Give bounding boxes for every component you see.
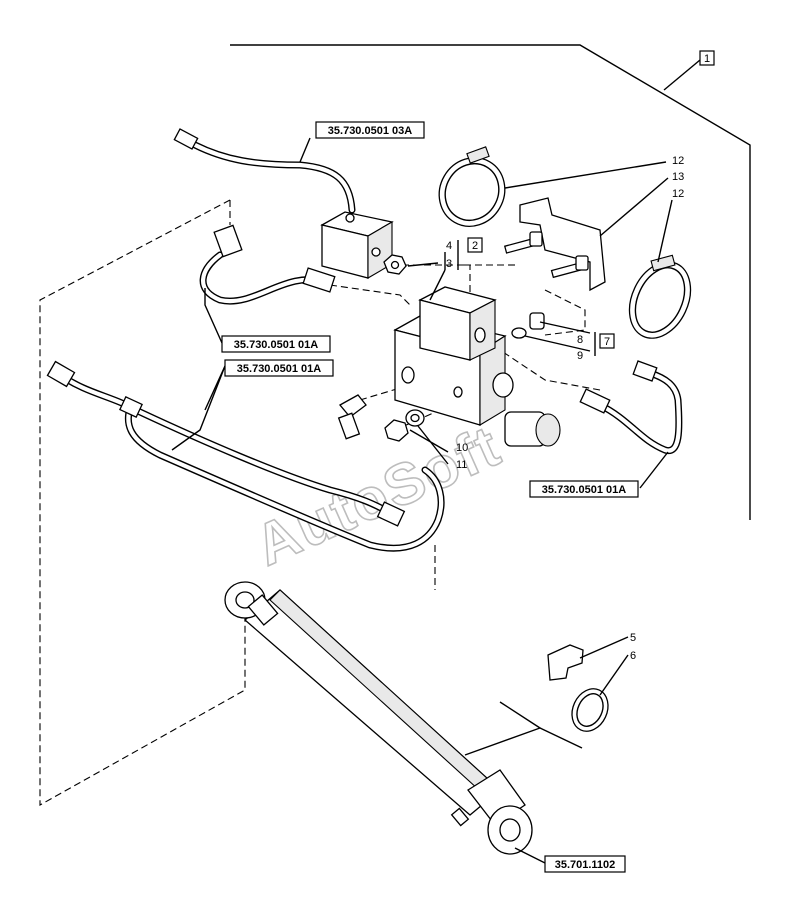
- kit-1-bracket-line: [230, 44, 751, 520]
- leader-ref-01a-upper: [204, 288, 223, 344]
- ref-35-730-0501-03a[interactable]: 35.730.0501 03A: [315, 121, 425, 139]
- kit-1-box[interactable]: 1: [699, 50, 715, 66]
- clamp-6: [571, 688, 609, 732]
- kit-2-box[interactable]: 2: [467, 237, 483, 253]
- dashed-line-bolt-lower: [544, 289, 586, 336]
- svg-text:35.730.0501 01A: 35.730.0501 01A: [237, 363, 321, 375]
- leader-12-right: [657, 199, 673, 263]
- hose-clamp-12-left: [438, 146, 506, 227]
- leader-ref-03a: [299, 137, 311, 163]
- callout-9: 9: [577, 350, 583, 362]
- callout-10: 10: [456, 442, 468, 454]
- nut-3-4: [383, 254, 407, 275]
- leader-clamp-to-cylinder: [464, 701, 542, 756]
- dashed-line-fitting-to-block: [329, 284, 411, 306]
- callout-3: 3: [446, 258, 452, 270]
- sensor-block: [320, 211, 394, 279]
- kit-7-box[interactable]: 7: [599, 333, 615, 349]
- leader-ref-1102: [514, 847, 546, 864]
- leader-13: [599, 177, 669, 237]
- right-hose: [579, 360, 683, 455]
- svg-text:7: 7: [604, 336, 610, 348]
- callout-13: 13: [672, 171, 684, 183]
- kit-1-leader: [663, 59, 701, 91]
- svg-text:35.730.0501 01A: 35.730.0501 01A: [234, 339, 318, 351]
- watermark-text: AutoSoft: [246, 413, 511, 578]
- washer-11: [405, 409, 425, 427]
- ref-35-701-1102[interactable]: 35.701.1102: [544, 855, 626, 873]
- leader-12-left: [504, 161, 667, 189]
- valve-block: [393, 286, 561, 447]
- svg-text:35.730.0501 01A: 35.730.0501 01A: [542, 484, 626, 496]
- watermark: AutoSoft: [245, 412, 511, 579]
- leader-3: [429, 269, 446, 301]
- callout-5: 5: [630, 632, 636, 644]
- nut-10: [384, 419, 409, 442]
- leader-ref-01a-lower-a: [171, 365, 226, 451]
- callout-11: 11: [456, 459, 467, 471]
- leader-5: [579, 636, 629, 659]
- svg-text:35.730.0501 03A: 35.730.0501 03A: [328, 125, 412, 137]
- bolts-13: [503, 231, 589, 279]
- leader-6: [599, 654, 629, 696]
- ref-35-730-0501-01a-upper[interactable]: 35.730.0501 01A: [221, 335, 331, 353]
- callout-6: 6: [630, 650, 636, 662]
- leader-ref-01a-right: [639, 451, 669, 489]
- assembly-dashed-outline-left: [39, 199, 246, 806]
- long-hoses: [46, 360, 445, 552]
- svg-text:35.701.1102: 35.701.1102: [555, 859, 616, 871]
- svg-text:1: 1: [704, 53, 710, 65]
- callout-4: 4: [446, 240, 452, 252]
- leader-9: [524, 335, 591, 352]
- callout-8: 8: [577, 334, 583, 346]
- hydraulic-cylinder: [224, 581, 533, 855]
- callout-12-second: 12: [672, 188, 684, 200]
- hose-clamp-12-right: [628, 254, 692, 339]
- upper-left-hose: [199, 224, 336, 305]
- clip-5: [547, 644, 584, 681]
- sensor-cable: [173, 128, 356, 214]
- leader-ref-01a-lower-b: [204, 365, 226, 411]
- callout-12-top: 12: [672, 155, 684, 167]
- bracket-13: [519, 197, 606, 292]
- ref-35-730-0501-01a-lower[interactable]: 35.730.0501 01A: [224, 359, 334, 377]
- ref-35-730-0501-01a-right[interactable]: 35.730.0501 01A: [529, 480, 639, 498]
- elbow-fitting: [337, 394, 367, 440]
- leader-3-4: [407, 262, 439, 267]
- leader-clamp-arrow: [539, 727, 583, 749]
- svg-text:2: 2: [472, 240, 478, 252]
- leader-8: [539, 321, 591, 334]
- leader-11: [417, 425, 449, 465]
- plug-8: [529, 312, 545, 330]
- o-ring-9: [511, 327, 527, 339]
- dashed-line-elbow: [359, 384, 411, 401]
